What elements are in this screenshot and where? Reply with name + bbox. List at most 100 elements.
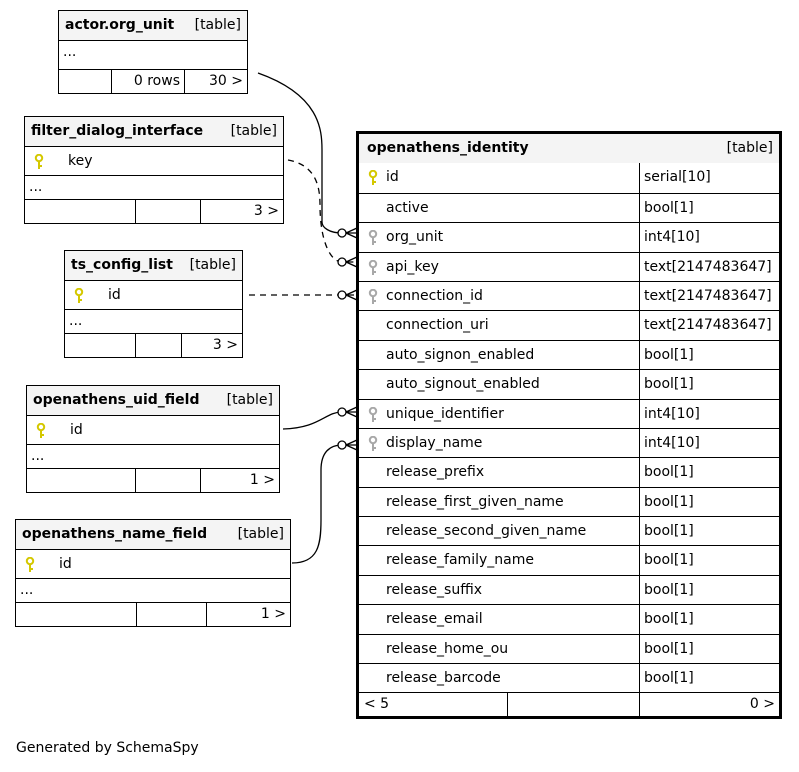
column-row: connection_id text[2147483647] [359, 280, 779, 311]
children-count[interactable]: 3 > [181, 334, 242, 357]
table-openathens-name-field[interactable]: openathens_name_field [table] id ... 1 > [15, 519, 291, 627]
column-type: int4[10] [639, 428, 779, 458]
row-count: 0 rows [111, 70, 184, 93]
table-footer: 0 rows 30 > [59, 69, 247, 93]
column-name: org_unit [386, 229, 444, 246]
footer-cell [135, 469, 200, 492]
footer-cell [136, 603, 206, 626]
children-count[interactable]: 0 > [639, 693, 779, 717]
primary-key-icon [74, 288, 84, 303]
foreign-key-icon [368, 230, 378, 246]
column-name: unique_identifier [386, 405, 504, 422]
ellipsis-text: ... [63, 44, 77, 60]
table-filter-dialog-interface[interactable]: filter_dialog_interface [table] key ... … [24, 116, 284, 224]
column-name: key [68, 153, 93, 169]
table-ts-config-list[interactable]: ts_config_list [table] id ... 3 > [64, 250, 243, 358]
column-row: release_second_given_name bool[1] [359, 516, 779, 546]
table-tag: [table] [237, 526, 284, 542]
column-name: active [386, 199, 429, 216]
crowfoot-display-name [345, 439, 358, 451]
ellipsis-row: ... [25, 175, 283, 199]
ellipsis-text: ... [20, 582, 34, 598]
children-count[interactable]: 30 > [184, 70, 247, 93]
children-count[interactable]: 1 > [206, 603, 290, 626]
column-name: display_name [386, 434, 483, 451]
column-type: bool[1] [639, 370, 779, 399]
column-row: release_barcode bool[1] [359, 663, 779, 693]
generator-credit: Generated by SchemaSpy [16, 740, 199, 756]
column-name: release_first_given_name [386, 493, 564, 510]
edge-connection-id-end [337, 290, 347, 300]
table-header: openathens_identity [table] [359, 134, 779, 164]
column-name: release_barcode [386, 670, 501, 687]
ellipsis-row: ... [59, 40, 247, 69]
column-name: release_email [386, 611, 483, 628]
column-name: release_prefix [386, 464, 485, 481]
edge-org-unit-end [337, 228, 347, 238]
column-type: bool[1] [639, 664, 779, 693]
crowfoot-connection-id [345, 289, 358, 301]
column-name: release_home_ou [386, 640, 509, 657]
table-openathens-identity[interactable]: openathens_identity [table] id serial[10]… [356, 131, 782, 720]
column-name: connection_uri [386, 317, 489, 334]
table-name: openathens_uid_field [33, 392, 200, 408]
column-type: serial[10] [639, 163, 779, 193]
column-name: connection_id [386, 287, 483, 304]
foreign-key-icon [368, 435, 378, 451]
ellipsis-text: ... [31, 448, 45, 464]
column-type: bool[1] [639, 193, 779, 223]
column-list: id serial[10] active bool[1] org_unit int4[10… [359, 163, 779, 693]
table-footer: 1 > [27, 468, 279, 492]
column-type: bool[1] [639, 546, 779, 575]
primary-key-icon [25, 557, 35, 572]
primary-key-icon [368, 170, 378, 186]
column-type: bool[1] [639, 517, 779, 546]
column-row: release_email bool[1] [359, 604, 779, 634]
column-row: org_unit int4[10] [359, 222, 779, 252]
table-header: ts_config_list [table] [65, 251, 242, 280]
column-name: release_second_given_name [386, 523, 587, 540]
column-type: int4[10] [639, 399, 779, 428]
ellipsis-row: ... [27, 444, 279, 468]
table-openathens-uid-field[interactable]: openathens_uid_field [table] id ... 1 > [26, 385, 280, 493]
column-type: bool[1] [639, 605, 779, 634]
children-count[interactable]: 1 > [200, 469, 279, 492]
column-row: id [16, 549, 290, 578]
column-type: int4[10] [639, 223, 779, 252]
crowfoot-unique-identifier [345, 406, 358, 418]
footer-cell [507, 693, 639, 717]
column-type: bool[1] [639, 575, 779, 605]
ellipsis-text: ... [69, 313, 83, 329]
column-row: id serial[10] [359, 163, 779, 193]
edge-unique-identifier [282, 411, 357, 430]
foreign-key-icon [368, 288, 378, 304]
column-row: unique_identifier int4[10] [359, 398, 779, 428]
crowfoot-api-key [345, 256, 358, 268]
parents-count[interactable]: < 5 [364, 696, 390, 713]
column-type: text[2147483647] [639, 281, 779, 311]
table-tag: [table] [230, 123, 277, 139]
table-name: actor.org_unit [65, 17, 175, 33]
column-row: key [25, 146, 283, 175]
column-row: api_key text[2147483647] [359, 251, 779, 281]
table-actor-org-unit[interactable]: actor.org_unit [table] ... 0 rows 30 > [58, 10, 248, 94]
table-header: openathens_name_field [table] [16, 520, 290, 549]
column-name: api_key [386, 258, 439, 275]
primary-key-icon [36, 423, 46, 438]
column-name: auto_signon_enabled [386, 346, 535, 363]
column-type: text[2147483647] [639, 252, 779, 281]
primary-key-icon [34, 154, 44, 169]
table-header: openathens_uid_field [table] [27, 386, 279, 415]
table-tag: [table] [194, 17, 241, 33]
column-row: id [27, 415, 279, 444]
children-count[interactable]: 3 > [200, 200, 283, 223]
column-name: id [386, 169, 399, 186]
